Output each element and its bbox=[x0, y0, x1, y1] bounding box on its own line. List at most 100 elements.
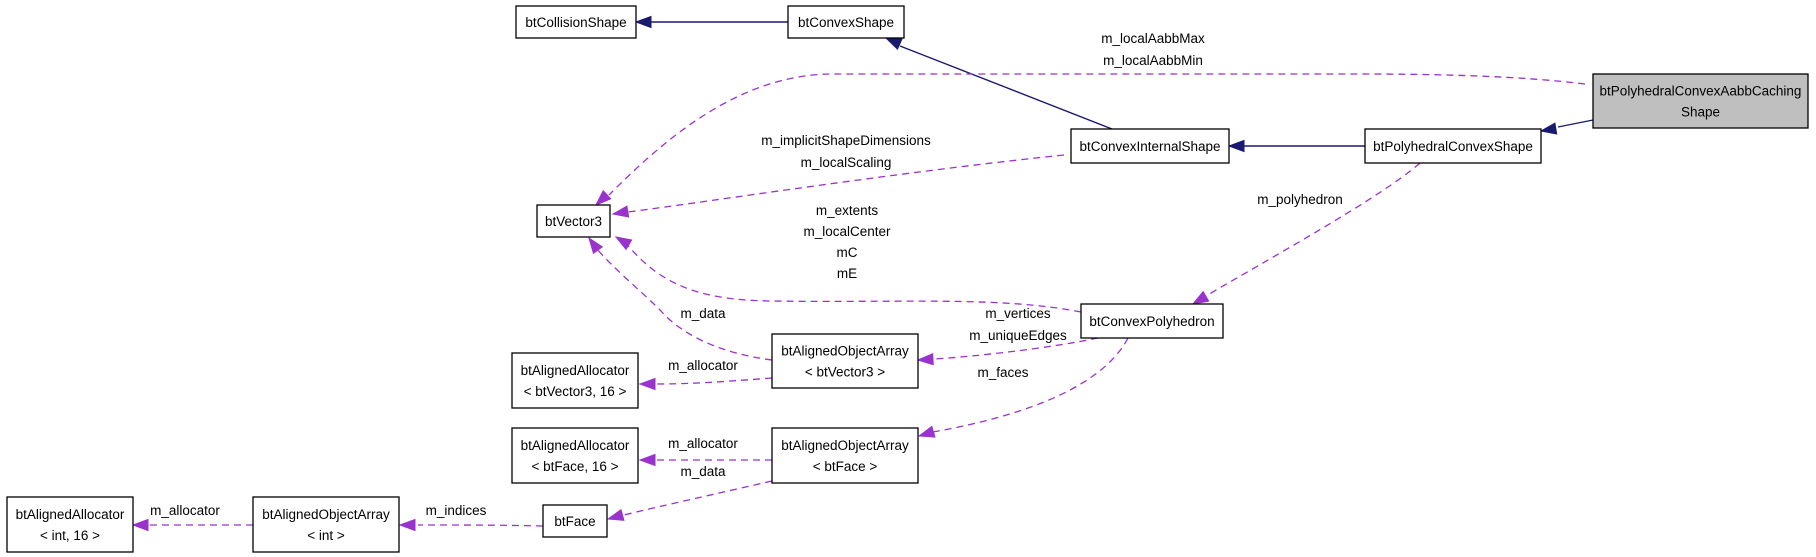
edge-label: m_localAabbMax bbox=[1101, 31, 1205, 46]
edge-label: m_implicitShapeDimensions bbox=[761, 133, 931, 148]
nodes-layer: btCollisionShape btConvexShape btPolyhedra… bbox=[6, 5, 1809, 553]
node-box bbox=[771, 333, 919, 389]
edge-line bbox=[655, 377, 773, 385]
class-node-bt-aligned-object-array-face[interactable]: btAlignedObjectArray< btFace > bbox=[771, 427, 919, 484]
edge-line bbox=[417, 524, 544, 527]
arrowhead-icon bbox=[1227, 139, 1245, 153]
inheritance-edge-convex-shape-to-collision-shape bbox=[634, 15, 788, 29]
edge-label: m_vertices bbox=[985, 306, 1051, 321]
class-node-bt-convex-internal-shape[interactable]: btConvexInternalShape bbox=[1070, 128, 1230, 164]
class-node-bt-face[interactable]: btFace bbox=[542, 504, 608, 538]
class-node-bt-aligned-allocator-vector3[interactable]: btAlignedAllocator < btVector3, 16 > bbox=[511, 352, 639, 409]
node-box bbox=[771, 427, 919, 484]
edge-label: m_data bbox=[680, 464, 726, 479]
class-node-bt-aligned-allocator-face[interactable]: btAlignedAllocator < btFace, 16 > bbox=[511, 427, 639, 484]
node-box bbox=[511, 427, 639, 484]
class-node-bt-vector3[interactable]: btVector3 bbox=[536, 204, 611, 238]
arrowhead-icon bbox=[884, 37, 903, 50]
class-name-label: btAlignedAllocator bbox=[521, 438, 630, 453]
member-edge-array-vector3-to-allocator: m_allocator bbox=[638, 358, 773, 391]
edge-line bbox=[934, 337, 1099, 360]
member-edge-internal-shape-to-vector3: m_implicitShapeDimensions m_localScaling bbox=[611, 133, 1065, 218]
class-node-bt-polyhedral-convex-shape[interactable]: btPolyhedralConvexShape bbox=[1364, 128, 1542, 164]
class-name-label: btConvexInternalShape bbox=[1079, 139, 1220, 154]
class-name-label: < btVector3, 16 > bbox=[524, 384, 627, 399]
class-name-label: btFace bbox=[554, 514, 595, 529]
arrowhead-icon bbox=[916, 352, 934, 366]
node-box bbox=[1080, 303, 1224, 339]
class-node-bt-collision-shape[interactable]: btCollisionShape bbox=[515, 5, 637, 39]
node-box bbox=[6, 496, 134, 553]
arrowhead-icon bbox=[638, 453, 656, 467]
class-name-label: btPolyhedralConvexShape bbox=[1373, 139, 1533, 154]
edge-line bbox=[596, 248, 773, 361]
node-box bbox=[511, 352, 639, 409]
node-box bbox=[515, 5, 637, 39]
edge-label: m_localAabbMin bbox=[1103, 53, 1203, 68]
edge-label: m_localScaling bbox=[801, 155, 892, 170]
edge-label: m_data bbox=[680, 306, 726, 321]
class-name-label: < int, 16 > bbox=[40, 528, 100, 543]
class-node-bt-aligned-object-array-vector3[interactable]: btAlignedObjectArray< btVector3 > bbox=[771, 333, 919, 389]
class-name-label: btAlignedObjectArray bbox=[262, 507, 390, 522]
arrowhead-icon bbox=[611, 205, 630, 218]
inheritance-edge-internal-shape-to-convex-shape bbox=[884, 37, 1113, 130]
arrowhead-icon bbox=[606, 508, 625, 521]
edge-label: m_localCenter bbox=[803, 224, 891, 239]
member-edge-polyhedron-to-array-face: m_faces bbox=[917, 337, 1129, 438]
edge-label: m_allocator bbox=[668, 436, 738, 451]
class-name-label: Shape bbox=[1681, 105, 1720, 120]
node-box bbox=[1364, 128, 1542, 164]
arrowhead-icon bbox=[917, 425, 936, 438]
edge-label: m_indices bbox=[426, 503, 487, 518]
arrowhead-icon bbox=[398, 518, 416, 532]
edge-label: m_faces bbox=[977, 365, 1028, 380]
member-edge-polyhedron-to-array-vector3: m_vertices m_uniqueEdges bbox=[916, 306, 1099, 366]
member-edge-array-int-to-allocator: m_allocator bbox=[131, 503, 253, 532]
class-name-label: < btFace, 16 > bbox=[531, 459, 618, 474]
member-edge-aabb-caching-to-vector3: m_localAabbMax m_localAabbMin bbox=[594, 31, 1586, 206]
class-node-bt-aligned-allocator-int[interactable]: btAlignedAllocator < int, 16 > bbox=[6, 496, 134, 553]
node-box bbox=[542, 504, 608, 538]
class-node-bt-convex-shape[interactable]: btConvexShape bbox=[787, 5, 905, 39]
arrowhead-icon bbox=[638, 377, 656, 391]
inheritance-edge-aabb-caching-to-polyhedral-shape bbox=[1539, 119, 1594, 135]
edge-line bbox=[608, 73, 1586, 196]
inheritance-edge-polyhedral-shape-to-internal-shape bbox=[1227, 139, 1365, 153]
edge-label: m_polyhedron bbox=[1257, 192, 1343, 207]
arrowhead-icon bbox=[131, 518, 149, 532]
arrowhead-icon bbox=[594, 189, 612, 206]
edge-label: m_allocator bbox=[668, 358, 738, 373]
member-edge-polyhedral-shape-to-polyhedron: m_polyhedron bbox=[1191, 162, 1421, 305]
edge-line bbox=[625, 242, 1082, 313]
class-name-label: btAlignedAllocator bbox=[16, 507, 125, 522]
class-name-label: btPolyhedralConvexAabbCaching bbox=[1600, 84, 1802, 99]
arrowhead-icon bbox=[1539, 122, 1558, 135]
class-name-label: btAlignedAllocator bbox=[521, 363, 630, 378]
member-edge-array-vector3-to-vector3: m_data bbox=[588, 236, 773, 361]
node-box bbox=[536, 204, 611, 238]
class-node-bt-aligned-object-array-int[interactable]: btAlignedObjectArray < int > bbox=[252, 496, 400, 553]
class-name-label: btCollisionShape bbox=[525, 15, 626, 30]
class-name-label: btAlignedObjectArray bbox=[781, 344, 909, 359]
edge-line bbox=[623, 480, 773, 516]
class-name-label: < int > bbox=[307, 528, 345, 543]
edge-line bbox=[932, 337, 1129, 433]
node-box bbox=[1592, 73, 1809, 129]
class-node-bt-convex-polyhedron[interactable]: btConvexPolyhedron bbox=[1080, 303, 1224, 339]
member-edge-face-to-array-int: m_indices bbox=[398, 503, 544, 532]
edge-line bbox=[899, 45, 1113, 130]
edges-layer: m_localAabbMax m_localAabbMin m_implicitSh… bbox=[131, 15, 1594, 532]
edge-label: m_uniqueEdges bbox=[969, 328, 1067, 343]
edge-line bbox=[1557, 119, 1594, 128]
class-name-label: btConvexShape bbox=[798, 15, 894, 30]
arrowhead-icon bbox=[1191, 290, 1210, 305]
class-name-label: btVector3 bbox=[545, 214, 602, 229]
arrowhead-icon bbox=[634, 15, 652, 29]
arrowhead-icon bbox=[614, 236, 633, 251]
edge-label: m_allocator bbox=[150, 503, 220, 518]
class-name-label: btAlignedObjectArray bbox=[781, 438, 909, 453]
node-box bbox=[1070, 128, 1230, 164]
